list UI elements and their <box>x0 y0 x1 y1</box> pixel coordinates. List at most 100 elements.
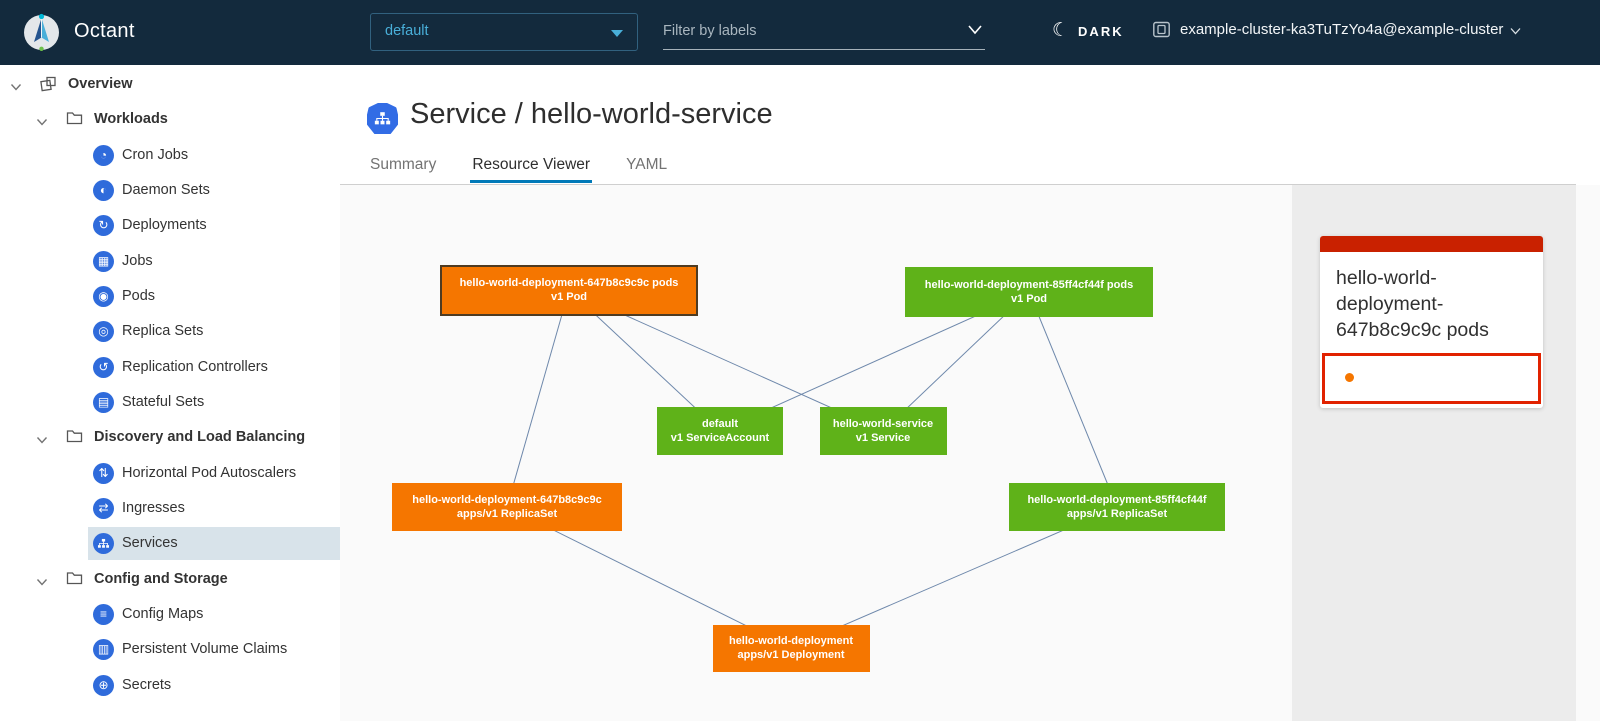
namespace-select[interactable]: default <box>370 13 638 51</box>
chevron-down-icon <box>1510 27 1521 34</box>
graph-node-pod-647[interactable]: hello-world-deployment-647b8c9c9c pods v1… <box>440 264 698 316</box>
sidebar-item-overview[interactable]: Overview <box>0 68 340 101</box>
sidebar-item-workloads[interactable]: Workloads <box>0 103 340 136</box>
tab-bar: Summary Resource Viewer YAML <box>368 150 701 183</box>
folder-icon <box>66 111 83 130</box>
applications-icon <box>40 76 57 97</box>
node-name-label: hello-world-deployment-85ff4cf44f <box>1027 494 1207 506</box>
folder-icon <box>66 429 83 448</box>
sidebar-item-stateful-sets[interactable]: ▤Stateful Sets <box>0 386 340 419</box>
cluster-selector[interactable]: example-cluster-ka3TuTzYo4a@example-clus… <box>1152 20 1521 39</box>
sidebar-item-label: Jobs <box>122 253 153 269</box>
expander-chevron-icon[interactable] <box>36 114 48 132</box>
label-filter-input[interactable] <box>663 18 953 44</box>
stateful-sets-icon: ▤ <box>93 392 114 413</box>
node-kind-label: apps/v1 Deployment <box>737 649 845 661</box>
node-name-label: hello-world-deployment-647b8c9c9c pods <box>459 277 679 289</box>
sidebar-item-cron-jobs[interactable]: ◔Cron Jobs <box>0 139 340 172</box>
moon-icon: ☾ <box>1052 20 1070 41</box>
sidebar-item-daemon-sets[interactable]: ◐ Daemon Sets <box>0 174 340 207</box>
sidebar-item-label: Config Maps <box>122 606 204 622</box>
sidebar-item-label: Daemon Sets <box>122 182 210 198</box>
pod-status-box <box>1322 353 1541 404</box>
page-title: Service / hello-world-service <box>410 98 773 130</box>
jobs-icon: ▦ <box>93 251 114 272</box>
daemon-sets-icon: ◐ <box>93 180 114 201</box>
node-name-label: hello-world-deployment <box>728 635 854 647</box>
expander-chevron-icon[interactable] <box>36 432 48 450</box>
node-kind-label: v1 ServiceAccount <box>670 432 770 444</box>
tab-resource-viewer[interactable]: Resource Viewer <box>470 150 593 183</box>
hpa-icon: ⇅ <box>93 463 114 484</box>
service-icon <box>367 103 398 134</box>
sidebar-item-label: Ingresses <box>122 500 185 516</box>
caret-down-icon <box>611 30 623 37</box>
sidebar-item-config-maps[interactable]: ≡ Config Maps <box>0 598 340 631</box>
sidebar-item-ingresses[interactable]: ⇄ Ingresses <box>0 492 340 525</box>
chevron-down-icon[interactable] <box>967 24 983 36</box>
node-name-label: hello-world-service <box>832 418 934 430</box>
sidebar-item-label: Secrets <box>122 677 172 693</box>
sidebar-item-horizontal-pod-autoscalers[interactable]: ⇅Horizontal Pod Autoscalers <box>0 457 340 490</box>
cluster-selector-label: example-cluster-ka3TuTzYo4a@example-clus… <box>1180 21 1504 38</box>
pod-status-dot-icon <box>1345 373 1354 382</box>
graph-node-svc-hello-world[interactable]: hello-world-service v1 Service <box>819 407 947 455</box>
graph-node-rs-647[interactable]: hello-world-deployment-647b8c9c9c apps/v1… <box>392 483 622 531</box>
replication-controllers-icon: ↺ <box>93 357 114 378</box>
card-title: hello-world-deployment-647b8c9c9c pods <box>1336 267 1489 341</box>
sidebar-item-label: Services <box>122 535 178 551</box>
sidebar-item-label: Replica Sets <box>122 323 204 339</box>
octant-logo-icon <box>24 13 59 51</box>
sidebar-item-jobs[interactable]: ▦ Jobs <box>0 245 340 278</box>
sidebar-item-label: Config and Storage <box>94 571 228 587</box>
sidebar-item-config-and-storage[interactable]: Config and Storage <box>0 563 340 596</box>
deployments-icon: ↻ <box>93 215 114 236</box>
sidebar-item-replication-controllers[interactable]: ↺ Replication Controllers <box>0 351 340 384</box>
graph-node-deployment[interactable]: hello-world-deployment apps/v1 Deployment <box>712 624 870 672</box>
pvc-icon: ▥ <box>93 639 114 660</box>
theme-toggle-button[interactable]: ☾ DARK <box>1052 20 1124 42</box>
sidebar-item-discovery-and-load-balancing[interactable]: Discovery and Load Balancing <box>0 421 340 454</box>
node-kind-label: apps/v1 ReplicaSet <box>456 508 558 520</box>
graph-edge <box>506 289 570 508</box>
folder-icon <box>66 571 83 590</box>
app-title: Octant <box>74 20 135 42</box>
sidebar-item-label: Persistent Volume Claims <box>122 641 288 657</box>
app-header: Octant default ☾ DARK example-cluster-ka… <box>0 0 1600 65</box>
node-kind-label: v1 Pod <box>1010 293 1048 305</box>
replica-sets-icon: ◎ <box>93 321 114 342</box>
ingresses-icon: ⇄ <box>93 498 114 519</box>
tab-yaml[interactable]: YAML <box>626 156 668 173</box>
sidebar-item-label: Workloads <box>94 111 168 127</box>
node-kind-label: apps/v1 ReplicaSet <box>1066 508 1168 520</box>
sidebar-item-replica-sets[interactable]: ◎ Replica Sets <box>0 315 340 348</box>
sidebar-item-label: Pods <box>122 288 156 304</box>
node-kind-label: v1 Service <box>855 432 911 444</box>
node-name-label: hello-world-deployment-647b8c9c9c <box>412 494 602 506</box>
config-maps-icon: ≡ <box>93 604 114 625</box>
node-kind-label: v1 Pod <box>550 291 588 303</box>
graph-node-rs-85f[interactable]: hello-world-deployment-85ff4cf44f apps/v1… <box>1009 483 1225 531</box>
namespace-select-value: default <box>385 23 429 39</box>
sidebar-item-persistent-volume-claims[interactable]: ▥ Persistent Volume Claims <box>0 633 340 666</box>
expander-chevron-icon[interactable] <box>36 574 48 592</box>
expander-chevron-icon[interactable] <box>10 79 22 97</box>
sidebar-item-pods[interactable]: ◉ Pods <box>0 280 340 313</box>
sidebar-item-deployments[interactable]: ↻Deployments <box>0 209 340 242</box>
main-content: Service / hello-world-service Summary Res… <box>340 65 1600 721</box>
sidebar-selected-highlight <box>88 527 340 560</box>
sidebar-item-label: Replication Controllers <box>122 359 268 375</box>
theme-toggle-label: DARK <box>1078 23 1124 39</box>
tab-summary[interactable]: Summary <box>370 156 437 173</box>
sidebar-item-secrets[interactable]: ⊕ Secrets <box>0 669 340 702</box>
cluster-icon <box>1153 21 1170 38</box>
graph-edge <box>1028 291 1118 508</box>
node-detail-card: hello-world-deployment-647b8c9c9c pods <box>1320 236 1543 408</box>
pods-icon: ◉ <box>93 286 114 307</box>
page-header: Service / hello-world-service Summary Res… <box>340 65 1600 185</box>
sidebar-item-services[interactable]: Services <box>0 527 340 560</box>
secrets-icon: ⊕ <box>93 675 114 696</box>
